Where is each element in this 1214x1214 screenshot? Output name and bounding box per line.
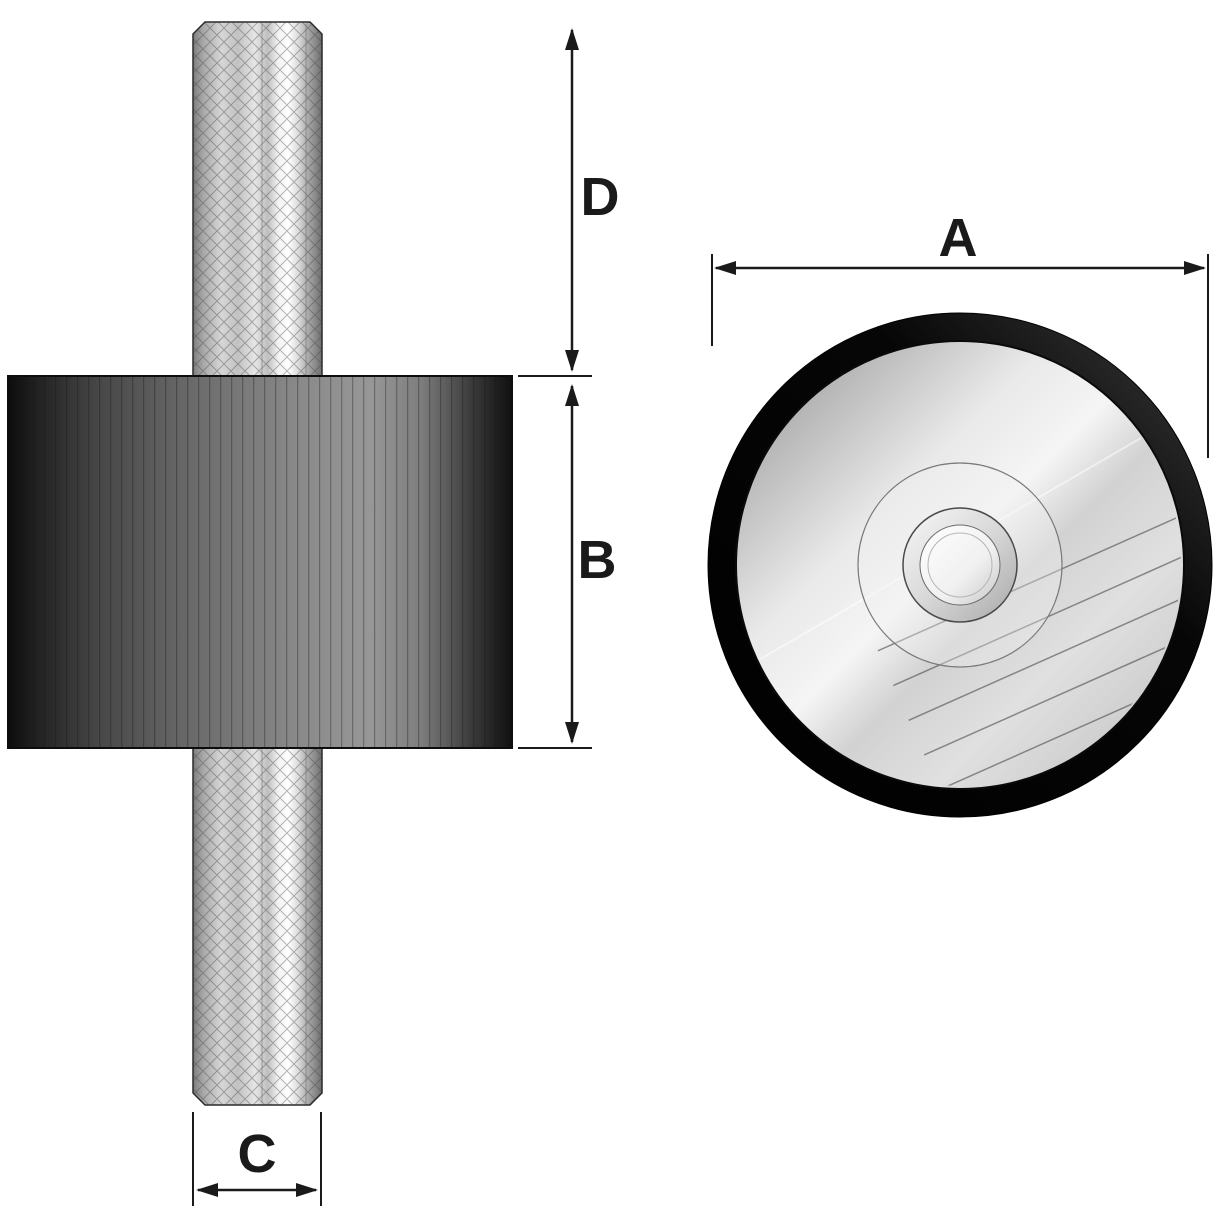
hatch-line [892,509,1181,687]
hatch-line [908,544,1181,721]
dim-a-arrow-right [1184,261,1206,275]
dimension-label-c: C [238,1124,277,1184]
dimension-a: A [711,208,1209,458]
center-hole [919,524,1001,606]
dimension-c: C [192,1112,322,1206]
dim-b-arrow-up [565,384,579,406]
side-view [7,21,513,1106]
top-stud-threads [193,22,322,378]
dimension-d: D [565,28,620,372]
front-view [707,312,1213,818]
hatch-line [877,475,1181,652]
bottom-stud-threads [193,746,322,1105]
rubber-body [7,375,513,749]
center-hub [857,462,1063,668]
dimension-label-b: B [578,530,617,590]
dim-b-arrow-down [565,722,579,744]
hole-thread-circle [927,532,993,598]
rubber-body-ribs [8,376,512,748]
dimension-b: B [518,375,617,749]
dimension-label-a: A [939,208,978,268]
rubber-body-outline [7,375,513,749]
dim-d-arrow-down [565,350,579,372]
hatch-line [923,579,1181,756]
dim-c-arrow-right [296,1183,318,1197]
dim-a-arrow-left [714,261,736,275]
top-stud [192,21,323,379]
bottom-stud [192,745,323,1106]
dim-c-arrow-left [196,1183,218,1197]
dimension-label-d: D [581,167,620,227]
dim-d-arrow-up [565,28,579,50]
